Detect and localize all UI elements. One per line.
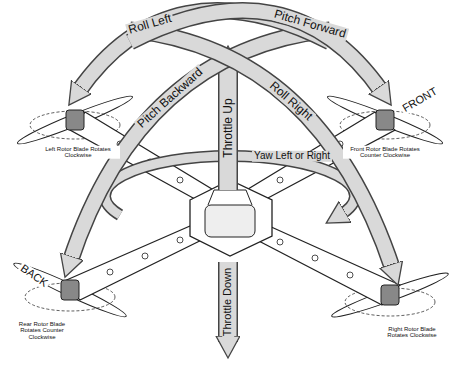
motion-label: Throttle Up xyxy=(222,96,235,159)
motion-label: Throttle Down xyxy=(222,266,234,338)
motion-label: Yaw Left or Right xyxy=(252,151,332,162)
rotor-note: Rear Rotor Blade Rotates Counter Clockwi… xyxy=(7,321,77,340)
direction-label: FRONT xyxy=(399,85,441,116)
direction-label: BACK xyxy=(17,262,51,291)
rotor-note: Front Rotor Blade Rotates Counter Clockw… xyxy=(343,146,427,159)
rotor-note: Left Rotor Blade Rotates Clockwise xyxy=(36,146,120,159)
motion-label: Pitch Backward xyxy=(134,64,207,131)
motion-label: Roll Right xyxy=(266,78,317,124)
rotor-note: Right Rotor Blade Rotates Clockwise xyxy=(377,326,447,339)
